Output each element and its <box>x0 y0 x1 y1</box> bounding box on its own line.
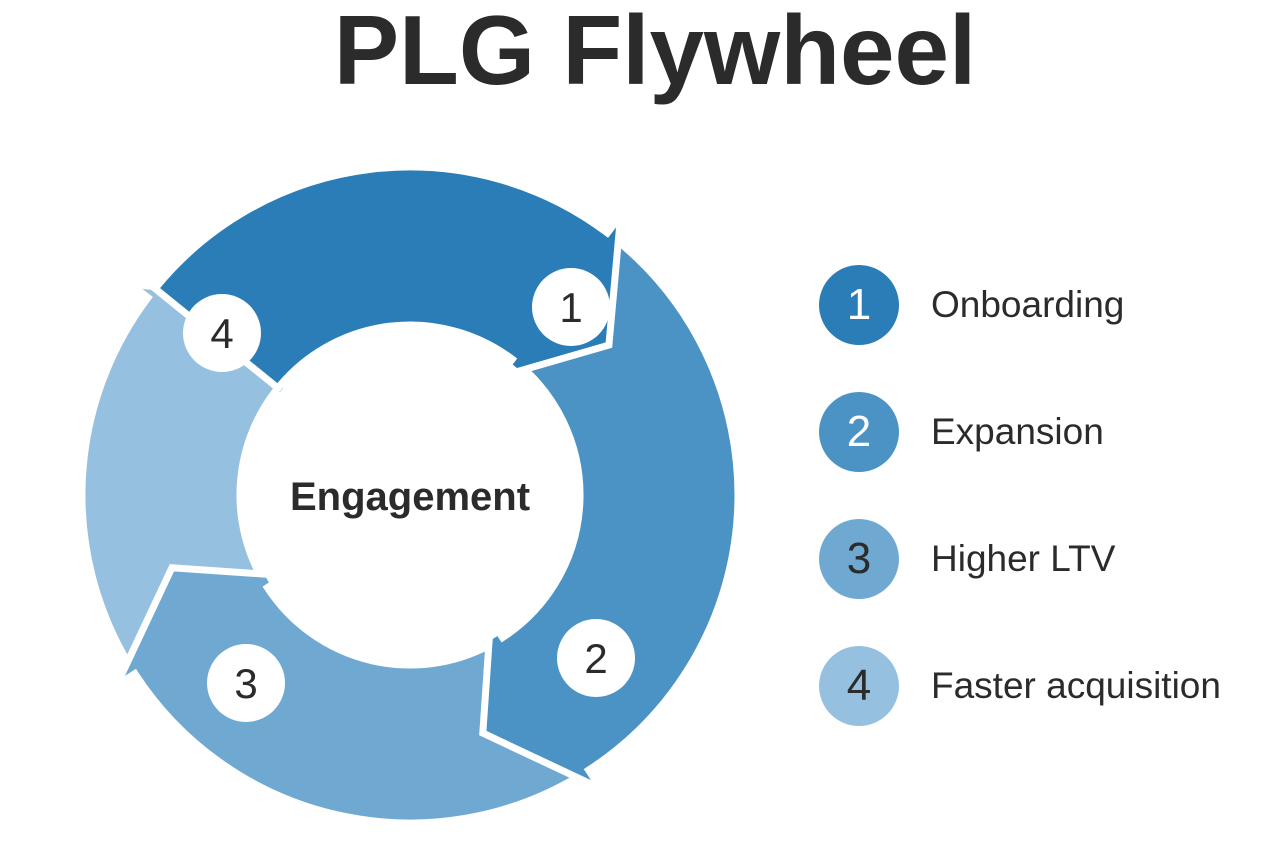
legend-item-onboarding: 1 Onboarding <box>819 265 1269 345</box>
legend-item-expansion: 2 Expansion <box>819 392 1269 472</box>
legend-label-onboarding: Onboarding <box>931 284 1125 325</box>
flywheel-segment-2 <box>479 235 742 797</box>
legend-item-faster-acquisition: 4 Faster acquisition <box>819 646 1269 726</box>
diagram-title: PLG Flywheel <box>333 0 977 105</box>
segment-badge-4 <box>183 294 261 372</box>
legend-badge-3: 3 <box>819 519 899 599</box>
segment-badge-1 <box>532 268 610 346</box>
segment-number-2: 2 <box>584 635 607 682</box>
legend-badge-2: 2 <box>819 392 899 472</box>
center-hub <box>244 329 576 661</box>
flywheel-diagram: 1 2 3 4 Engagement <box>81 163 742 827</box>
segment-number-3: 3 <box>234 660 257 707</box>
segment-badge-2 <box>557 619 635 697</box>
segment-number-1: 1 <box>559 284 582 331</box>
segment-number-4: 4 <box>210 310 233 357</box>
flywheel-segment-1 <box>150 163 626 393</box>
legend-item-higher-ltv: 3 Higher LTV <box>819 519 1269 599</box>
legend-label-expansion: Expansion <box>931 411 1104 452</box>
legend-label-faster-acquisition: Faster acquisition <box>931 665 1221 706</box>
legend-badge-4: 4 <box>819 646 899 726</box>
legend-label-higher-ltv: Higher LTV <box>931 538 1116 579</box>
center-label: Engagement <box>290 475 530 519</box>
flywheel-segment-3 <box>108 564 584 827</box>
segment-badge-3 <box>207 644 285 722</box>
legend-badge-1: 1 <box>819 265 899 345</box>
